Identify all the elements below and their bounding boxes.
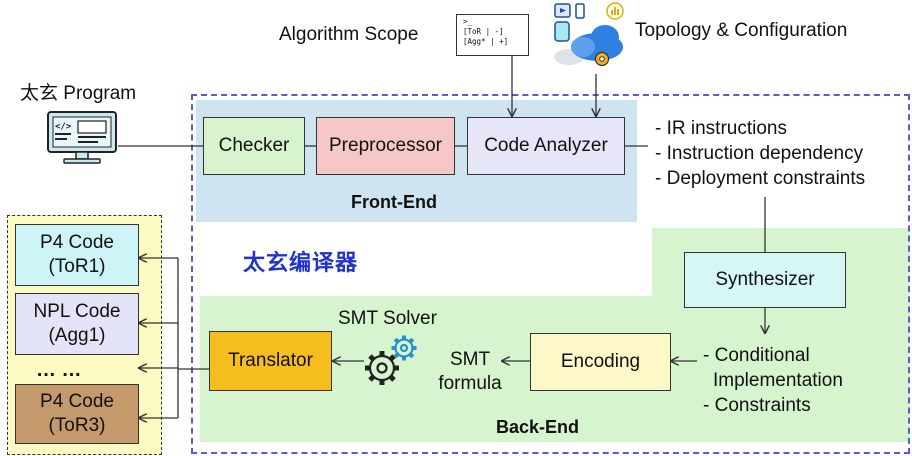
topology-config-label: Topology & Configuration bbox=[635, 20, 848, 41]
snippet-prompt: >_ bbox=[463, 17, 473, 26]
code-snippet-card: >_ [ToR | -] [Agg* | +] bbox=[456, 14, 529, 56]
translator-module: Translator bbox=[209, 331, 332, 391]
instruction-dependency-item: - Instruction dependency bbox=[655, 143, 864, 164]
preprocessor-module: Preprocessor bbox=[316, 117, 455, 175]
topology-cloud-icon bbox=[549, 1, 629, 71]
program-computer-icon: </> bbox=[46, 110, 118, 164]
synth-output-list: - Conditional Implementation - Constrain… bbox=[703, 343, 843, 418]
constraints-item: - Constraints bbox=[703, 395, 811, 416]
conditional-item: - Conditional bbox=[703, 345, 810, 366]
compiler-boundary bbox=[191, 94, 910, 454]
smt-formula-label: SMT formula bbox=[438, 349, 502, 394]
ir-instructions-item: - IR instructions bbox=[655, 118, 787, 139]
p4-code-tor3-box: P4 Code (ToR3) bbox=[15, 384, 139, 444]
front-end-label: Front-End bbox=[351, 192, 437, 212]
smt-solver-label: SMT Solver bbox=[338, 308, 437, 329]
synthesizer-module: Synthesizer bbox=[684, 252, 846, 308]
code-analyzer-module: Code Analyzer bbox=[467, 117, 625, 175]
deployment-constraints-item: - Deployment constraints bbox=[655, 168, 866, 189]
implementation-item: Implementation bbox=[713, 370, 843, 391]
checker-module: Checker bbox=[203, 117, 305, 175]
npl-code-agg1-box: NPL Code (Agg1) bbox=[15, 293, 139, 355]
more-code-ellipsis: … … bbox=[36, 359, 82, 381]
p4-code-tor1-box: P4 Code (ToR1) bbox=[15, 224, 139, 286]
snippet-line: [ToR | -] bbox=[463, 27, 504, 36]
back-end-label: Back-End bbox=[496, 417, 580, 437]
algorithm-scope-label: Algorithm Scope bbox=[279, 24, 419, 45]
program-label: 太玄 Program bbox=[20, 83, 137, 104]
svg-text:</>: </> bbox=[55, 122, 72, 132]
encoding-module: Encoding bbox=[530, 333, 671, 391]
analyzer-output-list: - IR instructions - Instruction dependen… bbox=[655, 116, 865, 191]
compiler-name: 太玄编译器 bbox=[243, 250, 359, 275]
snippet-line: [Agg* | +] bbox=[463, 37, 509, 46]
gears-icon bbox=[360, 333, 422, 391]
